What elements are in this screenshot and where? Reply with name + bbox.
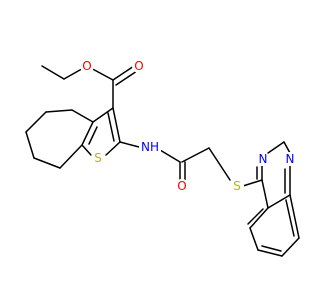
atom-o-amide: O — [177, 179, 186, 193]
bond-c4aq-c5q — [249, 207, 269, 229]
bond-ester-carbonyl-1 — [112, 65, 135, 81]
bond-c8a-c3a-inner — [88, 126, 98, 145]
bond-c8q-c8aq-inner — [285, 199, 295, 237]
atom-n-amide: NH — [141, 140, 159, 154]
bond-c5-c6 — [25, 111, 47, 133]
bond-s-c8a — [81, 144, 92, 156]
bond-ch2-s — [208, 147, 231, 181]
bond-carbonyl-ch2 — [181, 147, 210, 163]
bond-c8aq-c4aq — [267, 194, 291, 209]
atom-label-layer: O O NH S O S N N — [80, 59, 297, 193]
bond-ethyl-ch3-ch2 — [41, 65, 65, 80]
bond-c3a-c4 — [71, 109, 94, 123]
bond-c7q-c8q — [281, 237, 300, 257]
bond-c3-c2-inner — [107, 112, 115, 142]
bond-c6-c7 — [25, 131, 35, 159]
bond-s-c4q — [242, 179, 263, 187]
bond-c2q-n1 — [283, 141, 291, 154]
atom-s-thioether: S — [233, 179, 241, 193]
atom-s-thiophene: S — [94, 151, 102, 165]
atom-o-ester-ether: O — [82, 59, 91, 73]
bond-c8-c8a — [59, 144, 83, 169]
bond-nh-carbonyl — [159, 149, 181, 163]
bond-c4aq-c5q-inner — [247, 208, 264, 225]
atom-o-ester-carbonyl: O — [134, 59, 143, 73]
bond-n3-c2q — [267, 141, 285, 154]
bond-c3-c3a — [92, 107, 114, 123]
bond-c2-nh — [119, 141, 140, 148]
bond-c5q-c6q — [249, 227, 259, 251]
bond-c2-s — [105, 141, 121, 156]
bond-c7-c8 — [33, 157, 61, 169]
bond-c3-c2 — [112, 107, 121, 143]
atom-n-quinazoline-1: N — [286, 152, 295, 166]
bond-c8q-c8aq — [289, 194, 300, 239]
bond-ester-carbonyl-2 — [115, 70, 138, 86]
bond-c6q-c7q-inner — [261, 245, 282, 252]
bond-c8a-c3a — [81, 121, 94, 146]
bond-layer — [25, 65, 300, 257]
chemical-structure-diagram: O O NH S O S N N — [25, 59, 300, 257]
atom-n-quinazoline-3: N — [259, 152, 268, 166]
bond-c6q-c7q — [257, 249, 283, 257]
bond-c4aq-c4q — [261, 179, 269, 209]
bond-c4-c5 — [45, 109, 73, 113]
